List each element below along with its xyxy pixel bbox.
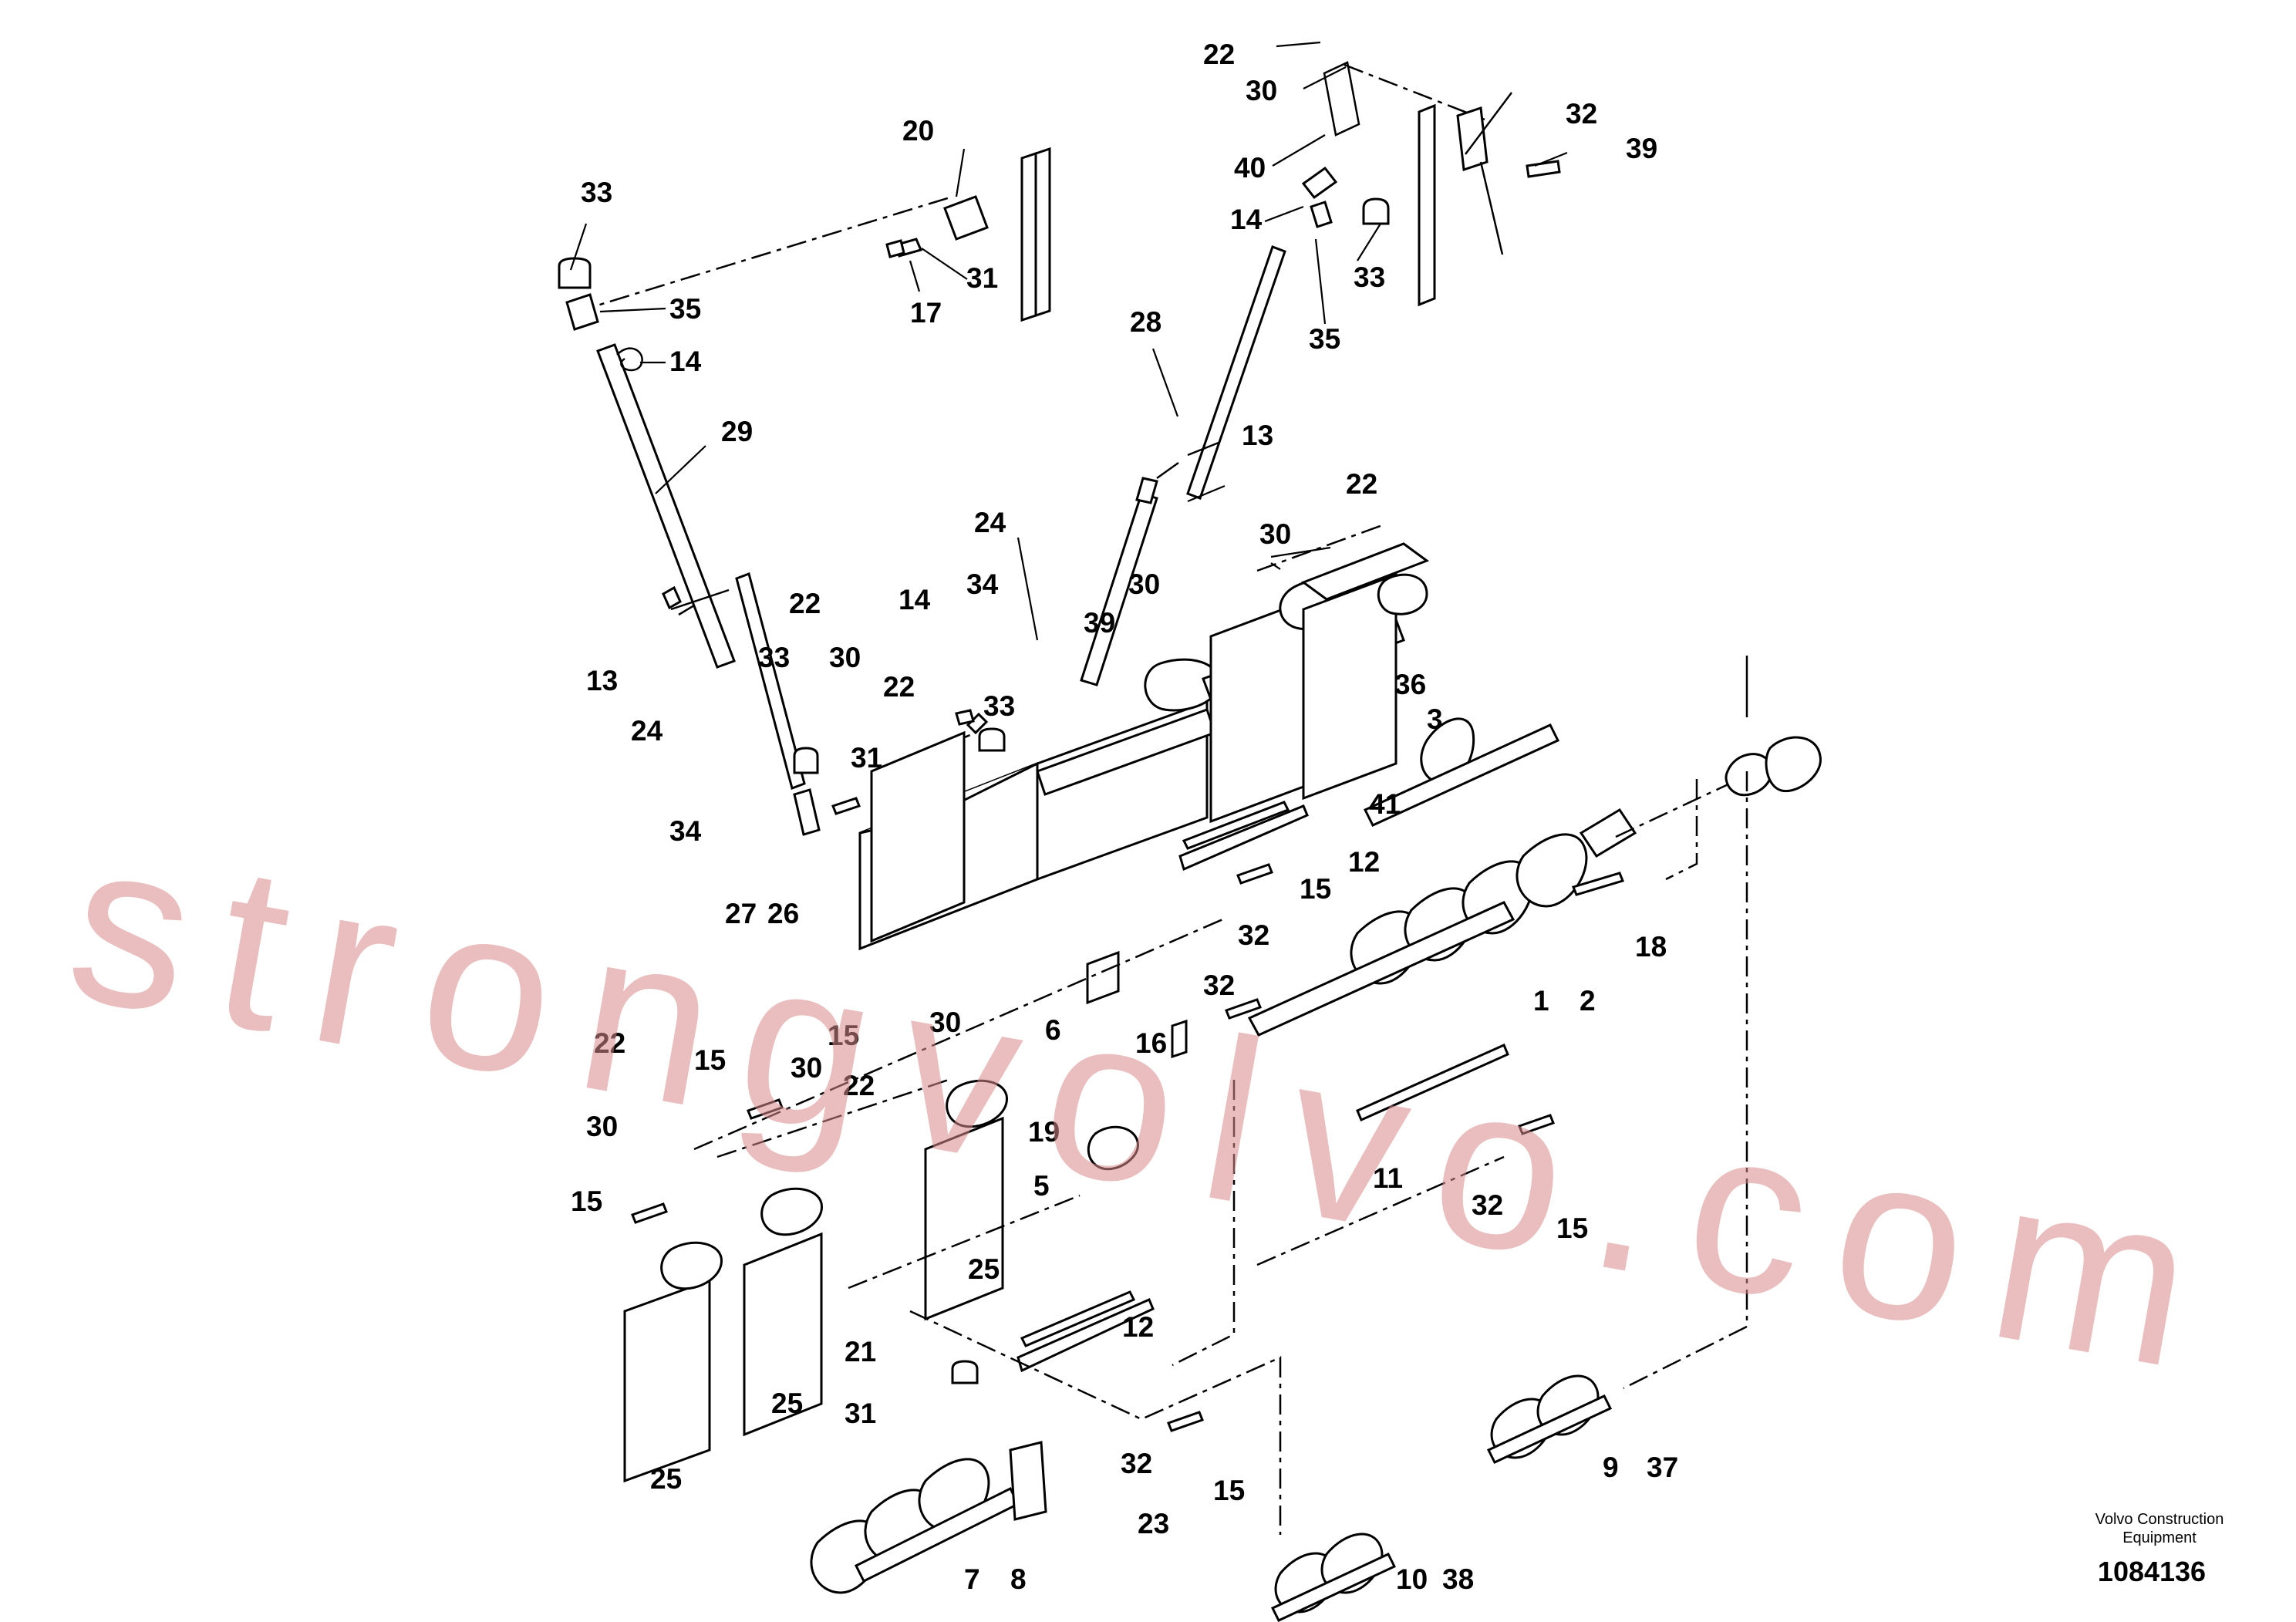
callout: 31 — [851, 742, 882, 774]
callout: 22 — [1346, 468, 1377, 500]
callout: 1 — [1533, 985, 1549, 1017]
callout: 12 — [1348, 846, 1380, 878]
callout: 31 — [845, 1398, 876, 1429]
callout: 15 — [1300, 873, 1331, 905]
callout: 26 — [767, 898, 799, 929]
callout: 13 — [1242, 420, 1273, 451]
callout: 30 — [1259, 518, 1291, 550]
callout: 30 — [929, 1007, 961, 1038]
callout: 30 — [829, 642, 861, 673]
callout: 20 — [902, 115, 934, 147]
callout: 33 — [758, 642, 790, 673]
callout: 3 — [1427, 703, 1443, 735]
callout: 24 — [974, 507, 1006, 538]
callout: 23 — [1138, 1508, 1169, 1539]
callout: 11 — [1373, 1162, 1403, 1194]
callout: 8 — [1010, 1563, 1027, 1595]
callout: 29 — [721, 416, 753, 447]
callout: 34 — [966, 568, 999, 600]
callout: 25 — [650, 1463, 682, 1495]
callout: 12 — [1122, 1311, 1154, 1343]
callout: 10 — [1396, 1563, 1428, 1595]
callout: 35 — [669, 293, 701, 325]
callout: 24 — [631, 715, 663, 747]
callout: 39 — [1626, 133, 1657, 164]
callout: 36 — [1394, 669, 1426, 700]
callout: 19 — [1028, 1116, 1060, 1148]
callout: 39 — [1084, 607, 1115, 639]
document-number: 1084136 — [2098, 1556, 2206, 1587]
callout: 15 — [1556, 1212, 1588, 1244]
callout: 15 — [828, 1020, 859, 1051]
callout: 16 — [1135, 1027, 1167, 1059]
callout: 32 — [1203, 969, 1235, 1001]
leader-lines — [569, 41, 1568, 641]
callout: 33 — [581, 177, 612, 208]
callout: 15 — [1213, 1475, 1245, 1506]
callout: 13 — [586, 665, 618, 696]
callout: 40 — [1234, 152, 1266, 184]
callout: 32 — [1121, 1448, 1152, 1479]
callout: 32 — [1238, 919, 1269, 951]
callout: 32 — [1472, 1189, 1503, 1221]
callout: 30 — [1128, 568, 1160, 600]
callout: 38 — [1442, 1563, 1474, 1595]
callout: 14 — [669, 346, 702, 377]
callout: 25 — [968, 1253, 1000, 1285]
callout: 30 — [586, 1111, 618, 1142]
publisher-line-2: Equipment — [2122, 1529, 2197, 1546]
callout: 41 — [1369, 788, 1401, 820]
callout: 14 — [1230, 204, 1263, 235]
callout: 18 — [1635, 931, 1667, 963]
callout: 17 — [910, 297, 942, 329]
callout: 15 — [694, 1044, 726, 1076]
callout: 22 — [789, 588, 821, 619]
callout: 33 — [1354, 261, 1385, 293]
callout: 37 — [1647, 1452, 1678, 1483]
callout: 6 — [1045, 1014, 1061, 1046]
callout: 32 — [1566, 98, 1597, 130]
callout: 9 — [1603, 1452, 1619, 1483]
callout: 7 — [964, 1563, 980, 1595]
callout: 22 — [594, 1027, 625, 1059]
callout: 25 — [771, 1388, 803, 1419]
callout: 31 — [966, 262, 998, 294]
callout: 2 — [1580, 985, 1596, 1017]
callout: 35 — [1309, 323, 1340, 355]
callout: 21 — [845, 1336, 876, 1367]
assembly-linework — [558, 61, 1822, 1622]
publisher-line-1: Volvo Construction — [2095, 1511, 2224, 1528]
callout: 14 — [899, 584, 931, 615]
callout: 30 — [791, 1052, 822, 1084]
callout-labels: 22 30 32 39 40 14 33 35 20 33 31 17 35 1… — [571, 39, 1678, 1595]
callout: 5 — [1033, 1170, 1050, 1202]
callout: 22 — [883, 671, 915, 703]
callout: 28 — [1130, 306, 1161, 338]
callout: 34 — [669, 815, 702, 847]
callout: 30 — [1246, 75, 1277, 106]
callout: 27 — [725, 898, 757, 929]
callout: 33 — [983, 690, 1015, 722]
callout: 15 — [571, 1185, 602, 1217]
callout: 22 — [843, 1070, 875, 1101]
callout: 22 — [1203, 39, 1235, 70]
